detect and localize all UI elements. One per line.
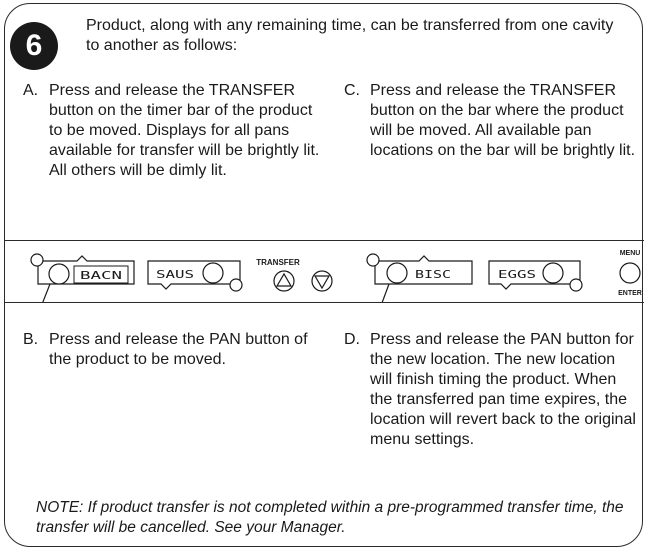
instruction-d-letter: D. xyxy=(344,331,360,348)
instruction-d-text: Press and release the PAN button for the… xyxy=(370,331,636,448)
transfer-controls: TRANSFER xyxy=(256,258,333,292)
pan-indicator-light-4 xyxy=(569,278,583,292)
enter-label: ENTER xyxy=(618,290,642,297)
timer-bar-bottom-rule xyxy=(5,302,644,303)
pan-display-eggs: EGGS xyxy=(488,260,583,292)
pan-display-saus: SAUS xyxy=(147,260,243,292)
instruction-a-text: Press and release the TRANSFER button on… xyxy=(49,82,320,179)
display-label-bacn: BACN xyxy=(80,269,122,282)
pan-button-1[interactable] xyxy=(48,263,70,285)
instruction-panel-frame xyxy=(4,3,643,547)
instruction-b-letter: B. xyxy=(23,331,39,348)
callout-line-d xyxy=(381,283,390,302)
instruction-b-text: Press and release the PAN button of the … xyxy=(49,331,308,368)
step-number-badge: 6 xyxy=(10,22,58,70)
menu-label: MENU xyxy=(620,250,641,257)
pan-indicator-light-3 xyxy=(366,253,380,267)
instruction-a-letter: A. xyxy=(23,82,39,99)
pan-button-4[interactable] xyxy=(542,262,564,284)
display-label-eggs: EGGS xyxy=(498,268,536,281)
menu-enter-control: MENU ENTER xyxy=(618,250,642,297)
pan-indicator-light-2 xyxy=(229,278,243,292)
pan-button-3[interactable] xyxy=(386,262,408,284)
pan-button-2[interactable] xyxy=(202,262,224,284)
pan-indicator-light-1 xyxy=(30,253,44,267)
triangle-up-icon xyxy=(275,272,293,287)
timer-bar-illustration: BACN SAUS TRANSFER BISC E xyxy=(30,250,642,302)
menu-enter-button[interactable] xyxy=(619,262,641,284)
timer-bar-top-rule xyxy=(5,240,644,241)
pan-display-bacn: BACN xyxy=(30,253,135,285)
instruction-c-letter: C. xyxy=(344,82,360,99)
instruction-c-text: Press and release the TRANSFER button on… xyxy=(370,82,636,159)
step-intro-text: Product, along with any remaining time, … xyxy=(86,17,614,54)
display-label-saus: SAUS xyxy=(156,268,194,281)
transfer-label: TRANSFER xyxy=(256,258,300,267)
display-label-bisc: BISC xyxy=(415,268,451,281)
callout-line-b xyxy=(42,283,51,302)
triangle-down-icon xyxy=(313,275,331,290)
pan-display-bisc: BISC xyxy=(366,253,473,285)
transfer-note: NOTE: If product transfer is not complet… xyxy=(36,499,624,536)
